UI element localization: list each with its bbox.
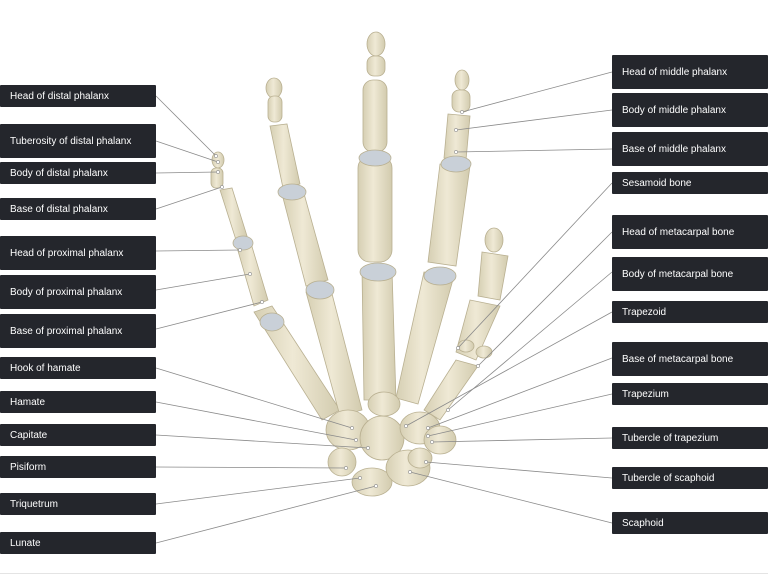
ring-finger-bones xyxy=(265,77,363,417)
label-text: Body of proximal phalanx xyxy=(10,286,123,298)
label-tubercle-of-trapezium: Tubercle of trapezium xyxy=(612,427,768,449)
label-head-of-metacarpal-bone: Head of metacarpal bone xyxy=(612,215,768,249)
footer-divider xyxy=(0,573,768,574)
label-text: Tubercle of trapezium xyxy=(622,432,719,444)
label-text: Triquetrum xyxy=(10,498,58,510)
label-pisiform: Pisiform xyxy=(0,456,156,478)
label-body-of-distal-phalanx: Body of distal phalanx xyxy=(0,162,156,184)
label-text: Head of proximal phalanx xyxy=(10,247,124,259)
label-text: Head of middle phalanx xyxy=(622,66,728,78)
label-triquetrum: Triquetrum xyxy=(0,493,156,515)
label-sesamoid-bone: Sesamoid bone xyxy=(612,172,768,194)
label-text: Body of metacarpal bone xyxy=(622,268,734,280)
label-text: Trapezoid xyxy=(622,306,667,318)
label-trapezium: Trapezium xyxy=(612,383,768,405)
label-text: Tubercle of scaphoid xyxy=(622,472,715,484)
label-body-of-metacarpal-bone: Body of metacarpal bone xyxy=(612,257,768,291)
label-head-of-middle-phalanx: Head of middle phalanx xyxy=(612,55,768,89)
label-text: Base of proximal phalanx xyxy=(10,325,123,337)
label-capitate: Capitate xyxy=(0,424,156,446)
label-body-of-proximal-phalanx: Body of proximal phalanx xyxy=(0,275,156,309)
label-trapezoid: Trapezoid xyxy=(612,301,768,323)
label-hamate: Hamate xyxy=(0,391,156,413)
middle-finger-bones xyxy=(357,31,397,401)
label-tuberosity-of-distal-phalanx: Tuberosity of distal phalanx xyxy=(0,124,156,158)
label-text: Tuberosity of distal phalanx xyxy=(10,135,132,147)
label-text: Trapezium xyxy=(622,388,669,400)
label-head-of-distal-phalanx: Head of distal phalanx xyxy=(0,85,156,107)
label-head-of-proximal-phalanx: Head of proximal phalanx xyxy=(0,236,156,270)
label-text: Pisiform xyxy=(10,461,47,473)
label-text: Capitate xyxy=(10,429,48,441)
label-text: Head of metacarpal bone xyxy=(622,226,735,238)
label-hook-of-hamate: Hook of hamate xyxy=(0,357,156,379)
label-tubercle-of-scaphoid: Tubercle of scaphoid xyxy=(612,467,768,489)
label-base-of-middle-phalanx: Base of middle phalanx xyxy=(612,132,768,166)
label-text: Hamate xyxy=(10,396,46,408)
label-text: Lunate xyxy=(10,537,41,549)
label-scaphoid: Scaphoid xyxy=(612,512,768,534)
label-text: Base of middle phalanx xyxy=(622,143,726,155)
label-text: Base of metacarpal bone xyxy=(622,353,734,365)
label-text: Base of distal phalanx xyxy=(10,203,108,215)
label-lunate: Lunate xyxy=(0,532,156,554)
label-text: Scaphoid xyxy=(622,517,664,529)
label-base-of-proximal-phalanx: Base of proximal phalanx xyxy=(0,314,156,348)
label-text: Sesamoid bone xyxy=(622,177,692,189)
label-text: Body of distal phalanx xyxy=(10,167,108,179)
label-base-of-distal-phalanx: Base of distal phalanx xyxy=(0,198,156,220)
label-text: Hook of hamate xyxy=(10,362,81,374)
label-base-of-metacarpal-bone: Base of metacarpal bone xyxy=(612,342,768,376)
label-text: Head of distal phalanx xyxy=(10,90,109,102)
label-body-of-middle-phalanx: Body of middle phalanx xyxy=(612,93,768,127)
label-text: Body of middle phalanx xyxy=(622,104,726,116)
